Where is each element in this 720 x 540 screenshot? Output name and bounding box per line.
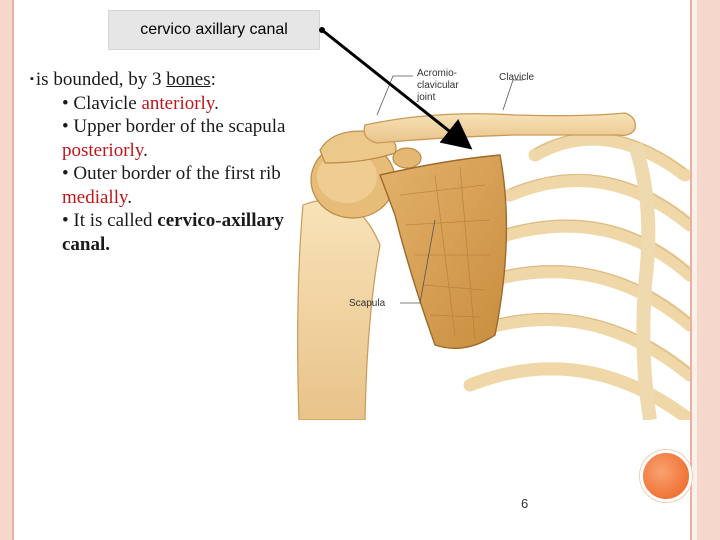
square-bullet-icon: ▪ — [30, 73, 34, 85]
bullet-text: Clavicle — [73, 92, 142, 114]
bullet-text: Outer border of the first rib — [73, 163, 281, 184]
slide-title-box: cervico axillary canal — [108, 10, 320, 50]
scapula — [379, 154, 508, 350]
bullet-end: . — [214, 92, 219, 114]
scapula-texture — [399, 166, 491, 341]
bullet-end: . — [127, 186, 132, 208]
bullet-highlight: anteriorly — [141, 92, 215, 114]
bullet-end: . — [143, 139, 148, 161]
bullet-dot: • — [62, 116, 74, 137]
bullet-dot: • — [62, 92, 74, 114]
intro-prefix: is bounded, by 3 — [35, 69, 167, 90]
shoulder-anatomy-illustration: Acromio- clavicular joint Clavicle Scapu… — [285, 55, 690, 420]
bullet-highlight: medially — [62, 186, 128, 208]
bullet-bold: cervico-axillary canal. — [62, 210, 284, 255]
coracoid — [392, 147, 422, 169]
right-frame-border — [690, 0, 720, 540]
label-acromio: Acromio- — [417, 68, 457, 79]
costal-cartilage — [628, 142, 657, 420]
bullet-text: Upper border of the scapula — [73, 116, 286, 137]
bullet-text: It is called — [73, 210, 158, 231]
intro-suffix: : — [210, 69, 216, 90]
label-clavicle: Clavicle — [499, 72, 534, 83]
ribs — [458, 132, 690, 420]
left-frame-border — [0, 0, 14, 540]
slide-title: cervico axillary canal — [140, 21, 288, 38]
intro-underlined: bones — [166, 69, 211, 90]
slide-number: 6 — [521, 496, 529, 511]
humerus — [297, 199, 381, 420]
bullet-dot: • — [62, 210, 74, 231]
bullet-item-first-rib: • Outer border of the first rib medially… — [62, 162, 290, 209]
bullet-item-clavicle: • Clavicle anteriorly. — [62, 92, 290, 116]
bullet-highlight: posteriorly — [62, 139, 144, 161]
bullet-item-canal-name: • It is called cervico-axillary canal. — [62, 209, 290, 256]
label-scapula: Scapula — [349, 298, 386, 309]
text-block: ▪is bounded, by 3 bones: • Clavicle ante… — [30, 68, 290, 256]
intro-line: ▪is bounded, by 3 bones: — [30, 68, 290, 92]
bullet-dot: • — [62, 163, 74, 184]
decorative-circle — [640, 450, 692, 502]
bullet-item-scapula: • Upper border of the scapula posteriorl… — [62, 115, 290, 162]
shoulder-anatomy-svg: Acromio- clavicular joint Clavicle Scapu… — [297, 68, 690, 420]
frame-strip — [692, 0, 697, 540]
label-joint: joint — [416, 92, 436, 103]
frame-line — [690, 0, 692, 540]
label-clavicular: clavicular — [417, 80, 459, 91]
